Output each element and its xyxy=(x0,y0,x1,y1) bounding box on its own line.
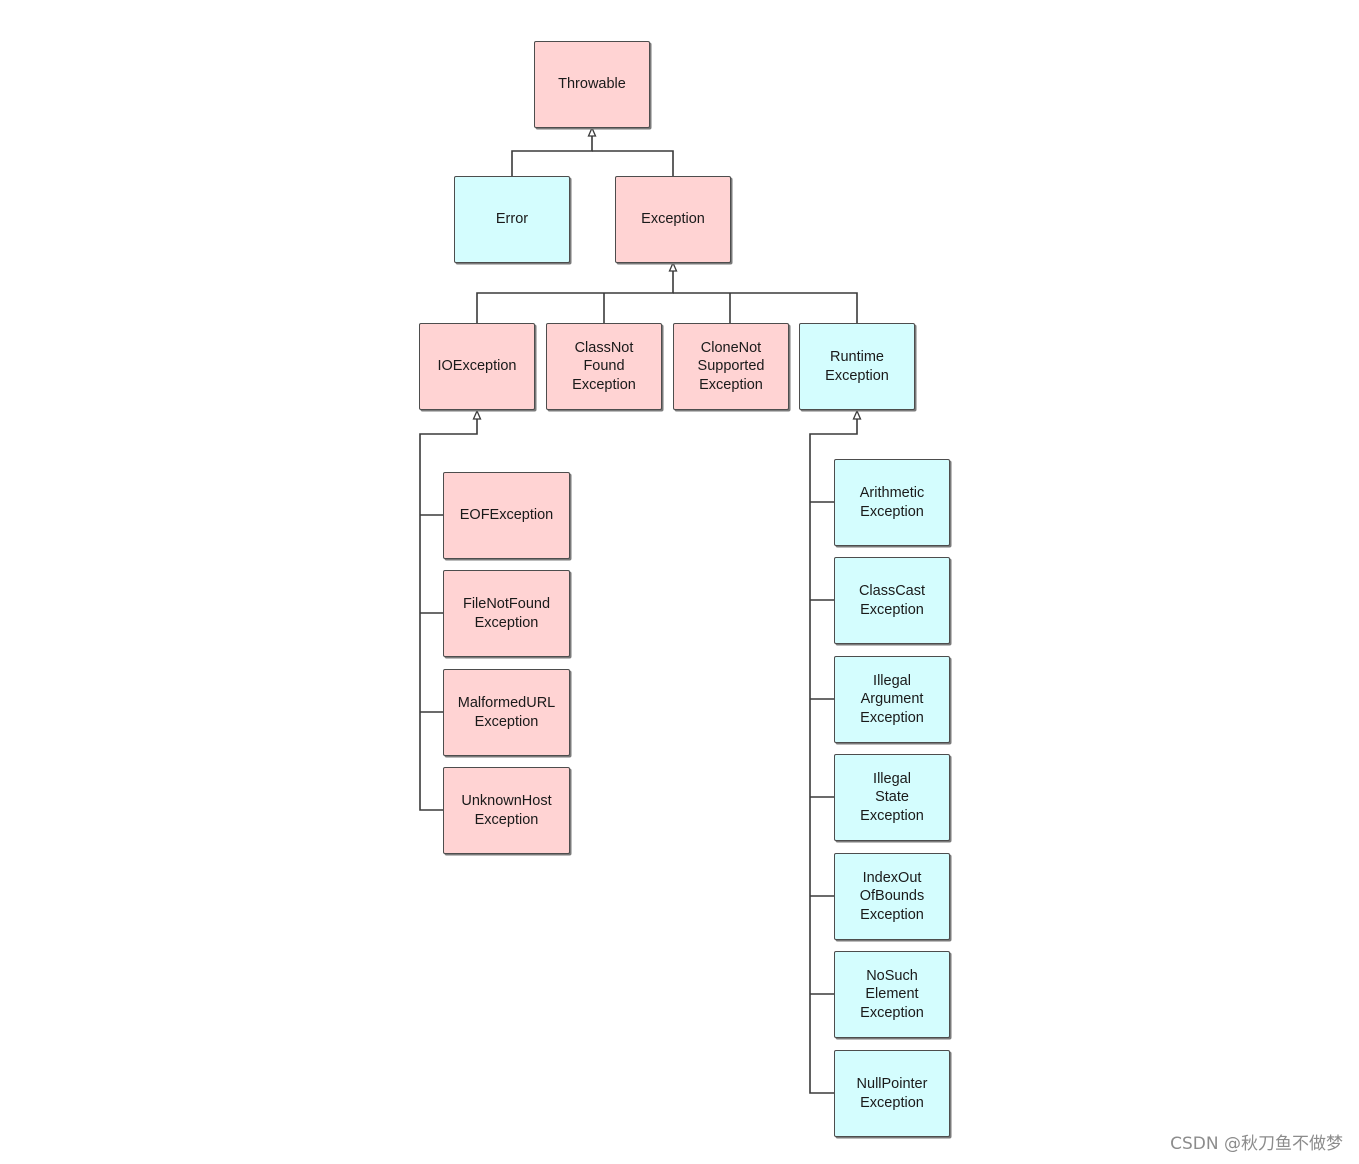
node-nullpointerexception: NullPointer Exception xyxy=(834,1050,950,1137)
node-nosuchelementexception: NoSuch Element Exception xyxy=(834,951,950,1038)
arrowhead-throwable xyxy=(587,126,597,137)
node-runtimeexception: Runtime Exception xyxy=(799,323,915,410)
node-clonenotsupportedexception: CloneNot Supported Exception xyxy=(673,323,789,410)
node-throwable: Throwable xyxy=(534,41,650,128)
watermark-text: CSDN @秋刀鱼不做梦 xyxy=(1170,1134,1343,1154)
arrowhead-ioexception xyxy=(472,409,482,420)
connector-ioexception-trunk xyxy=(419,416,478,811)
connector-exception-runtime xyxy=(673,292,858,323)
node-error: Error xyxy=(454,176,570,263)
node-classnotfoundexception: ClassNot Found Exception xyxy=(546,323,662,410)
node-eofexception: EOFException xyxy=(443,472,570,559)
connector-runtime-trunk xyxy=(809,416,858,1094)
node-ioexception: IOException xyxy=(419,323,535,410)
node-exception: Exception xyxy=(615,176,731,263)
node-illegalargumentexception: Illegal Argument Exception xyxy=(834,656,950,743)
connector-exception-ioexception xyxy=(476,268,674,323)
node-arithmeticexception: Arithmetic Exception xyxy=(834,459,950,546)
node-filenotfoundexception: FileNotFound Exception xyxy=(443,570,570,657)
connector-throwable-error xyxy=(511,132,593,176)
node-classcastexception: ClassCast Exception xyxy=(834,557,950,644)
arrowhead-runtime xyxy=(852,409,862,420)
arrowhead-exception xyxy=(668,261,678,272)
node-malformedurlexception: MalformedURL Exception xyxy=(443,669,570,756)
connector-throwable-exception xyxy=(592,150,674,176)
node-unknownhostexception: UnknownHost Exception xyxy=(443,767,570,854)
node-illegalstateexception: Illegal State Exception xyxy=(834,754,950,841)
node-indexoutofboundsexception: IndexOut OfBounds Exception xyxy=(834,853,950,940)
